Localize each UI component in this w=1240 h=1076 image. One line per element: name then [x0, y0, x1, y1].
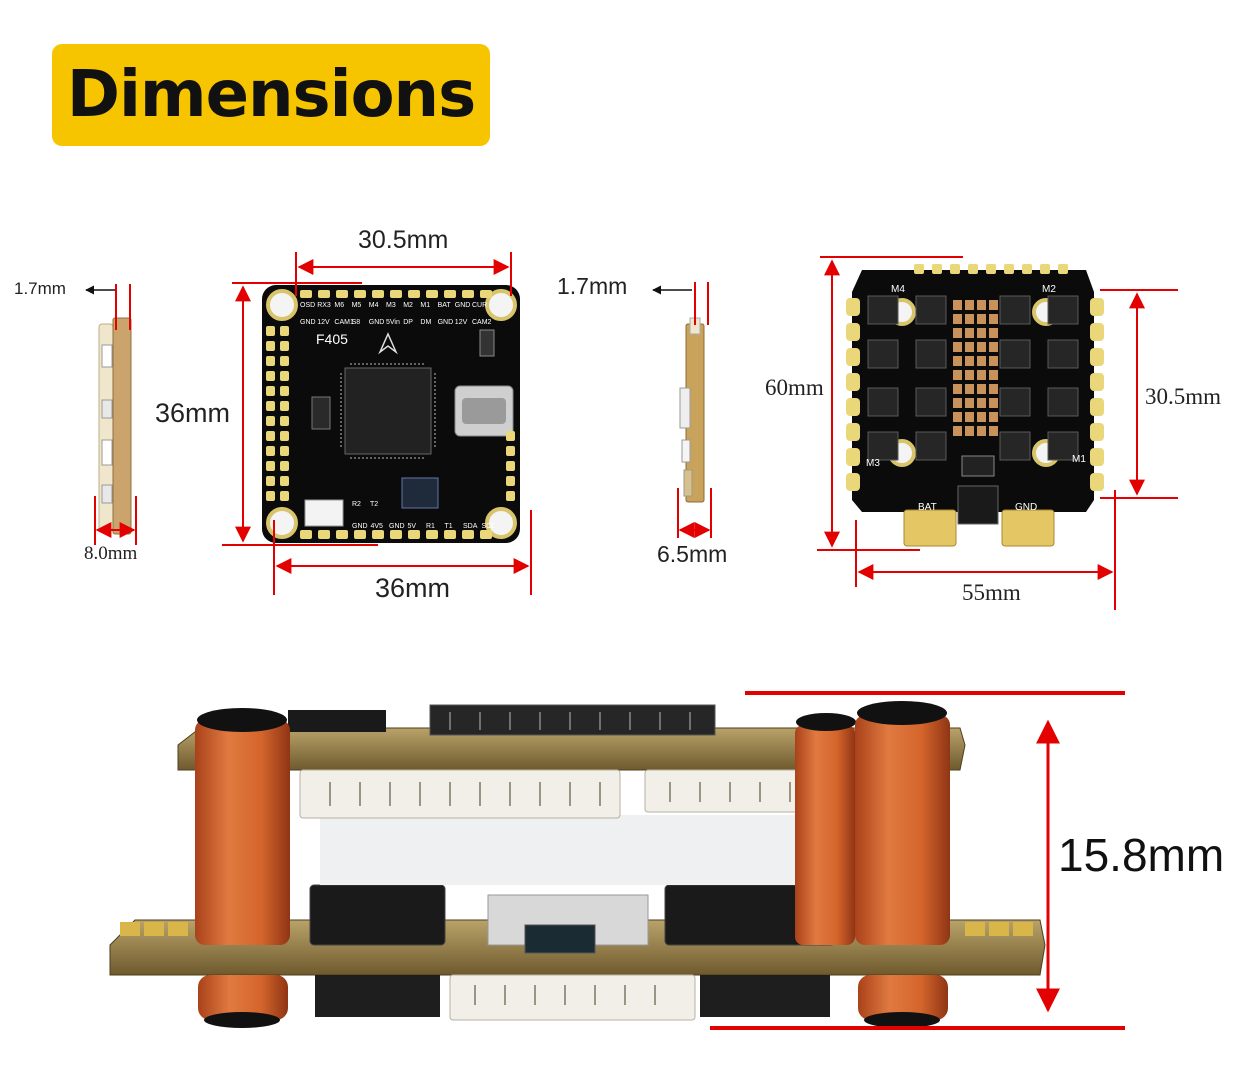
esc-height-label: 60mm: [765, 375, 824, 400]
fc-pad-label: M1: [420, 302, 430, 309]
fc-pad-label: CAM1: [334, 319, 354, 326]
fc-pad-label: SCL: [482, 523, 496, 530]
esc-pad-label-gnd: GND: [1015, 502, 1037, 513]
fc-pad-label: T2: [370, 501, 378, 508]
fc-pad-label: S8: [352, 319, 361, 326]
fc-pad-label: GND: [352, 523, 368, 530]
fc-pad-label: CAM2: [472, 319, 492, 326]
fc-pad-label: GND: [455, 302, 471, 309]
fc-pad-label: GND: [300, 319, 316, 326]
fc-height-label: 36mm: [155, 398, 231, 428]
esc-side-bottom-label: 6.5mm: [657, 541, 728, 567]
fc-pad-label: M4: [369, 302, 379, 309]
esc-side-pads: [846, 264, 1104, 491]
fc-board: [262, 285, 520, 543]
fc-pad-label: T1: [445, 523, 453, 530]
fc-pad-label: 4V5: [371, 523, 384, 530]
fc-pad-label: M2: [403, 302, 413, 309]
fc-pad-label: CUR: [472, 302, 487, 309]
fc-pad-label: BAT: [438, 302, 452, 309]
fc-pad-label: GND: [438, 319, 454, 326]
esc-motor-label-m4: M4: [891, 284, 905, 295]
page-title: Dimensions: [66, 58, 476, 132]
fc-dimension-lines: [222, 252, 532, 595]
fc-pad-label: R1: [426, 523, 435, 530]
fc-pad-label: 12V: [317, 319, 330, 326]
fc-side-view: [85, 284, 137, 545]
fc-pad-label: R2: [352, 501, 361, 508]
fc-pad-label: RX3: [317, 302, 331, 309]
esc-pad-label-bat: BAT: [918, 502, 937, 513]
fc-outer-width-label: 36mm: [375, 573, 451, 603]
stack-view: [109, 691, 1125, 1030]
esc-dimension-lines: [817, 256, 1178, 610]
fc-pad-label: 12V: [455, 319, 468, 326]
esc-labels: M4 M2 M3 M1 BAT GND: [866, 284, 1086, 513]
esc-side-view: [652, 282, 712, 538]
fc-pad-label: DM: [420, 319, 431, 326]
fc-pad-label: M5: [352, 302, 362, 309]
fc-pad-label: M3: [386, 302, 396, 309]
fc-pad-label: 5Vin: [386, 319, 400, 326]
title-badge: Dimensions: [52, 44, 490, 146]
fc-model-label: F405: [316, 331, 348, 347]
fc-pads: [266, 290, 515, 539]
fc-width-label: 30.5mm: [358, 226, 449, 254]
esc-mount-label: 30.5mm: [1145, 384, 1222, 409]
stack-height-label: 15.8mm: [1058, 829, 1225, 881]
fc-pad-label: GND: [369, 319, 385, 326]
fc-pad-label: SDA: [463, 523, 478, 530]
esc-mosfets: [867, 295, 1079, 461]
fc-pad-label: 5V: [408, 523, 417, 530]
fc-side-bottom-label: 8.0mm: [84, 543, 138, 564]
esc-motor-label-m2: M2: [1042, 284, 1056, 295]
fc-pad-label: OSD: [300, 302, 315, 309]
esc-side-top-label: 1.7mm: [557, 273, 628, 299]
fc-side-top-label: 1.7mm: [14, 279, 66, 298]
fc-pad-label: DP: [403, 319, 413, 326]
esc-motor-label-m3: M3: [866, 458, 880, 469]
fc-pad-label: GND: [389, 523, 405, 530]
esc-width-label: 55mm: [962, 580, 1021, 605]
fc-pad-label: M6: [334, 302, 344, 309]
esc-motor-label-m1: M1: [1072, 454, 1086, 465]
